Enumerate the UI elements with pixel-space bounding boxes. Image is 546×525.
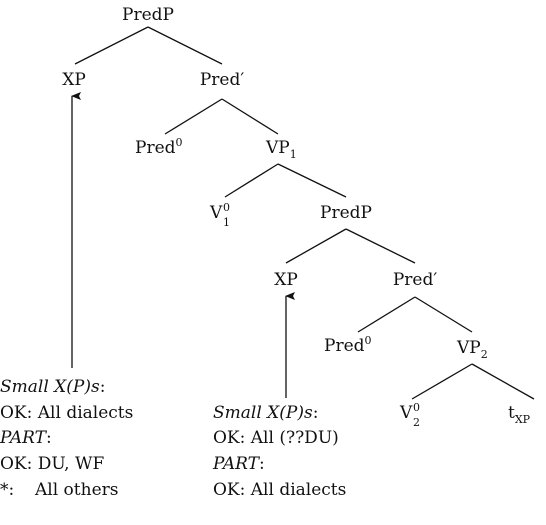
node-v1: V	[209, 203, 223, 223]
annotation-left-part-label: PART	[0, 428, 48, 448]
node-predbar-upper: Pred′	[200, 70, 245, 90]
node-v1-sub: 1	[223, 216, 230, 229]
annotation-left-part-judgment: OK: DU, WF	[0, 454, 104, 474]
edge-predp-xp	[74, 26, 149, 65]
annotation-left-small-xp-colon: :	[100, 377, 106, 397]
edge-predp-xp-lower	[285, 228, 347, 264]
node-pred0-upper: Pred0	[135, 136, 183, 158]
node-v2: V	[399, 403, 413, 423]
annotation-right-small-xp: Small X(P)s:	[213, 403, 318, 423]
node-predbar-lower: Pred′	[393, 270, 438, 290]
node-vp1: VP1	[265, 138, 297, 161]
annotation-left-part-colon: :	[46, 428, 52, 448]
annotation-left-star-label: *:	[0, 480, 14, 500]
node-predp-lower: PredP	[320, 203, 372, 223]
node-pred0-upper-sup: 0	[176, 136, 183, 149]
edge-vp2-v2	[411, 363, 473, 400]
node-vp2-sub: 2	[481, 348, 488, 361]
annotation-right-part-judgment: OK: All dialects	[213, 480, 346, 500]
edge-vp2-trace	[471, 363, 535, 400]
node-vp2: VP2	[456, 338, 488, 361]
annotation-left: Small X(P)s: OK: All dialects PART: OK: …	[0, 377, 133, 500]
annotation-right-part-label: PART	[212, 454, 261, 474]
annotation-right: Small X(P)s: OK: All (??DU) PART: OK: Al…	[212, 403, 346, 500]
annotation-left-small-xp-judgment: OK: All dialects	[0, 403, 133, 423]
node-v2-sub: 2	[413, 416, 420, 429]
annotation-left-part: PART:	[0, 428, 52, 448]
annotation-right-part: PART:	[212, 454, 265, 474]
node-vp1-base: VP	[265, 138, 290, 158]
annotation-right-small-xp-judgment: OK: All (??DU)	[213, 428, 339, 448]
annotation-left-small-xp: Small X(P)s:	[0, 377, 105, 397]
edge-predbar-pred0	[164, 98, 223, 135]
edge-vp1-v1	[224, 163, 279, 198]
node-predp-root: PredP	[122, 5, 174, 25]
edge-predbar-pred0-lower	[357, 296, 416, 333]
node-xp-upper: XP	[62, 70, 86, 90]
edge-vp1-predp	[277, 163, 347, 198]
node-v1-sup: 0	[223, 201, 230, 214]
node-trace-sub: XP	[515, 413, 531, 426]
edge-predbar-vp1	[221, 98, 279, 135]
node-pred0-lower: Pred0	[324, 334, 372, 356]
node-v1-base: V	[209, 203, 223, 223]
annotation-right-small-xp-label: Small X(P)s	[213, 403, 313, 423]
node-vp1-sub: 1	[290, 148, 297, 161]
node-v2-sup: 0	[413, 401, 420, 414]
node-trace: tXP	[508, 403, 531, 426]
edge-predp-predbar	[147, 26, 223, 65]
node-pred0-upper-base: Pred	[135, 138, 176, 158]
node-v2-base: V	[399, 403, 413, 423]
node-pred0-lower-sup: 0	[365, 334, 372, 347]
annotation-left-star-judgment: All others	[34, 480, 118, 500]
tree-edges	[74, 26, 535, 400]
edge-predbar-vp2-lower	[414, 296, 473, 333]
annotation-left-small-xp-label: Small X(P)s	[0, 377, 100, 397]
node-xp-lower: XP	[274, 270, 298, 290]
node-trace-base: t	[508, 403, 515, 423]
annotation-right-small-xp-colon: :	[313, 403, 319, 423]
node-vp2-base: VP	[456, 338, 481, 358]
node-pred0-lower-base: Pred	[324, 336, 365, 356]
annotation-right-part-colon: :	[259, 454, 265, 474]
edge-predp-predbar-lower	[345, 228, 416, 264]
